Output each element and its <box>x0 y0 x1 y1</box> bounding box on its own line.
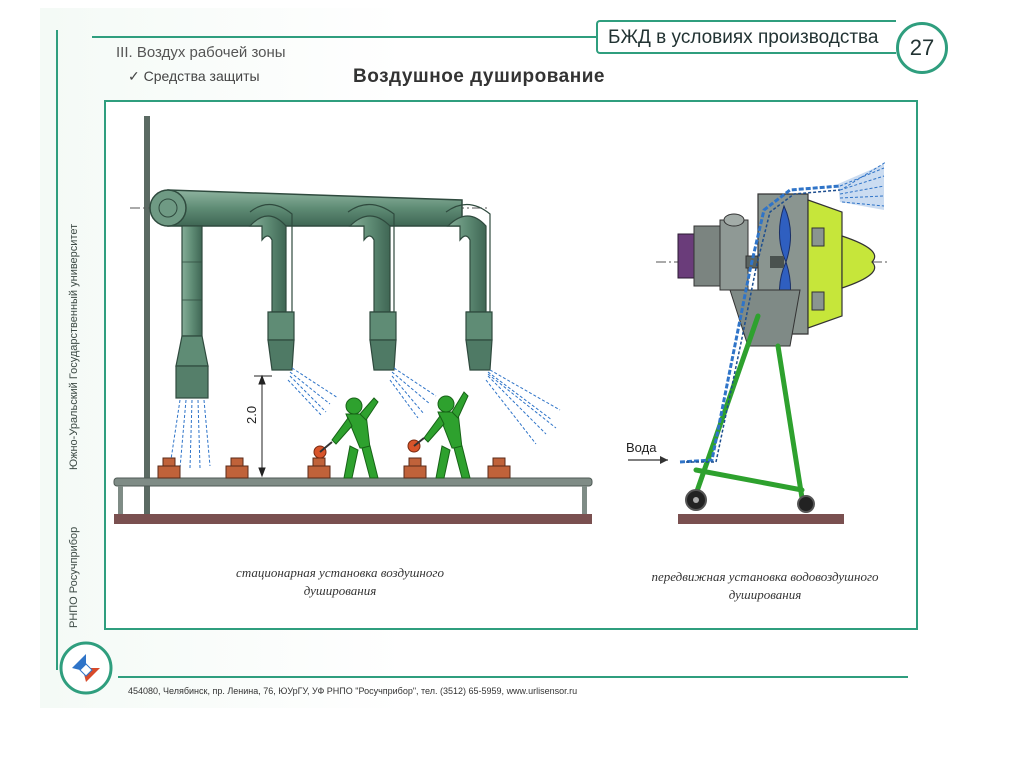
height-dimension <box>254 374 272 478</box>
main-air-duct <box>167 189 463 227</box>
caption-stationary: стационарная установка воздушного душиро… <box>236 565 444 598</box>
nozzle-branch-1 <box>175 225 209 399</box>
fan-blade-top <box>779 204 791 264</box>
stationary-installation <box>113 116 593 524</box>
nozzle-branch-3 <box>347 203 397 371</box>
worker-2-icon <box>423 391 471 479</box>
title-banner: БЖД в условиях производства <box>596 20 896 54</box>
footer-address: 454080, Челябинск, пр. Ленина, 76, ЮУрГУ… <box>128 686 578 696</box>
fan-nozzle-cone <box>841 235 876 289</box>
water-air-jet <box>839 161 887 207</box>
mobile-installation <box>628 161 890 524</box>
page-number: 27 <box>896 22 948 74</box>
workpieces <box>157 457 511 479</box>
nozzle-branch-2 <box>248 203 295 371</box>
height-label: 2.0 <box>244 405 259 424</box>
left-rail <box>56 30 92 670</box>
section-heading: III. Воздух рабочей зоны <box>116 44 286 61</box>
organization-logo-icon <box>59 641 113 695</box>
cart-frame <box>693 313 805 501</box>
floor <box>114 514 592 524</box>
nozzle-branch-4 <box>445 203 493 371</box>
air-jets <box>169 367 561 469</box>
header-divider <box>92 36 596 38</box>
duct-end-cap <box>149 189 187 227</box>
slide-title: Воздушное душирование <box>353 66 605 87</box>
floor-mobile <box>678 514 844 524</box>
worker-1-icon <box>331 397 379 479</box>
motor-end <box>677 233 695 279</box>
water-label: Вода <box>626 440 657 455</box>
motor-body <box>693 225 723 287</box>
subsection-heading: ✓ Средства защиты <box>128 68 260 84</box>
work-table <box>113 477 593 487</box>
banner-title: БЖД в условиях производства <box>608 27 879 48</box>
wheel-rear <box>797 495 815 513</box>
caption-mobile: передвижная установка водовоздушного душ… <box>651 569 879 602</box>
support-column <box>144 116 150 516</box>
water-pipe <box>679 184 841 464</box>
footer-divider <box>118 676 908 678</box>
